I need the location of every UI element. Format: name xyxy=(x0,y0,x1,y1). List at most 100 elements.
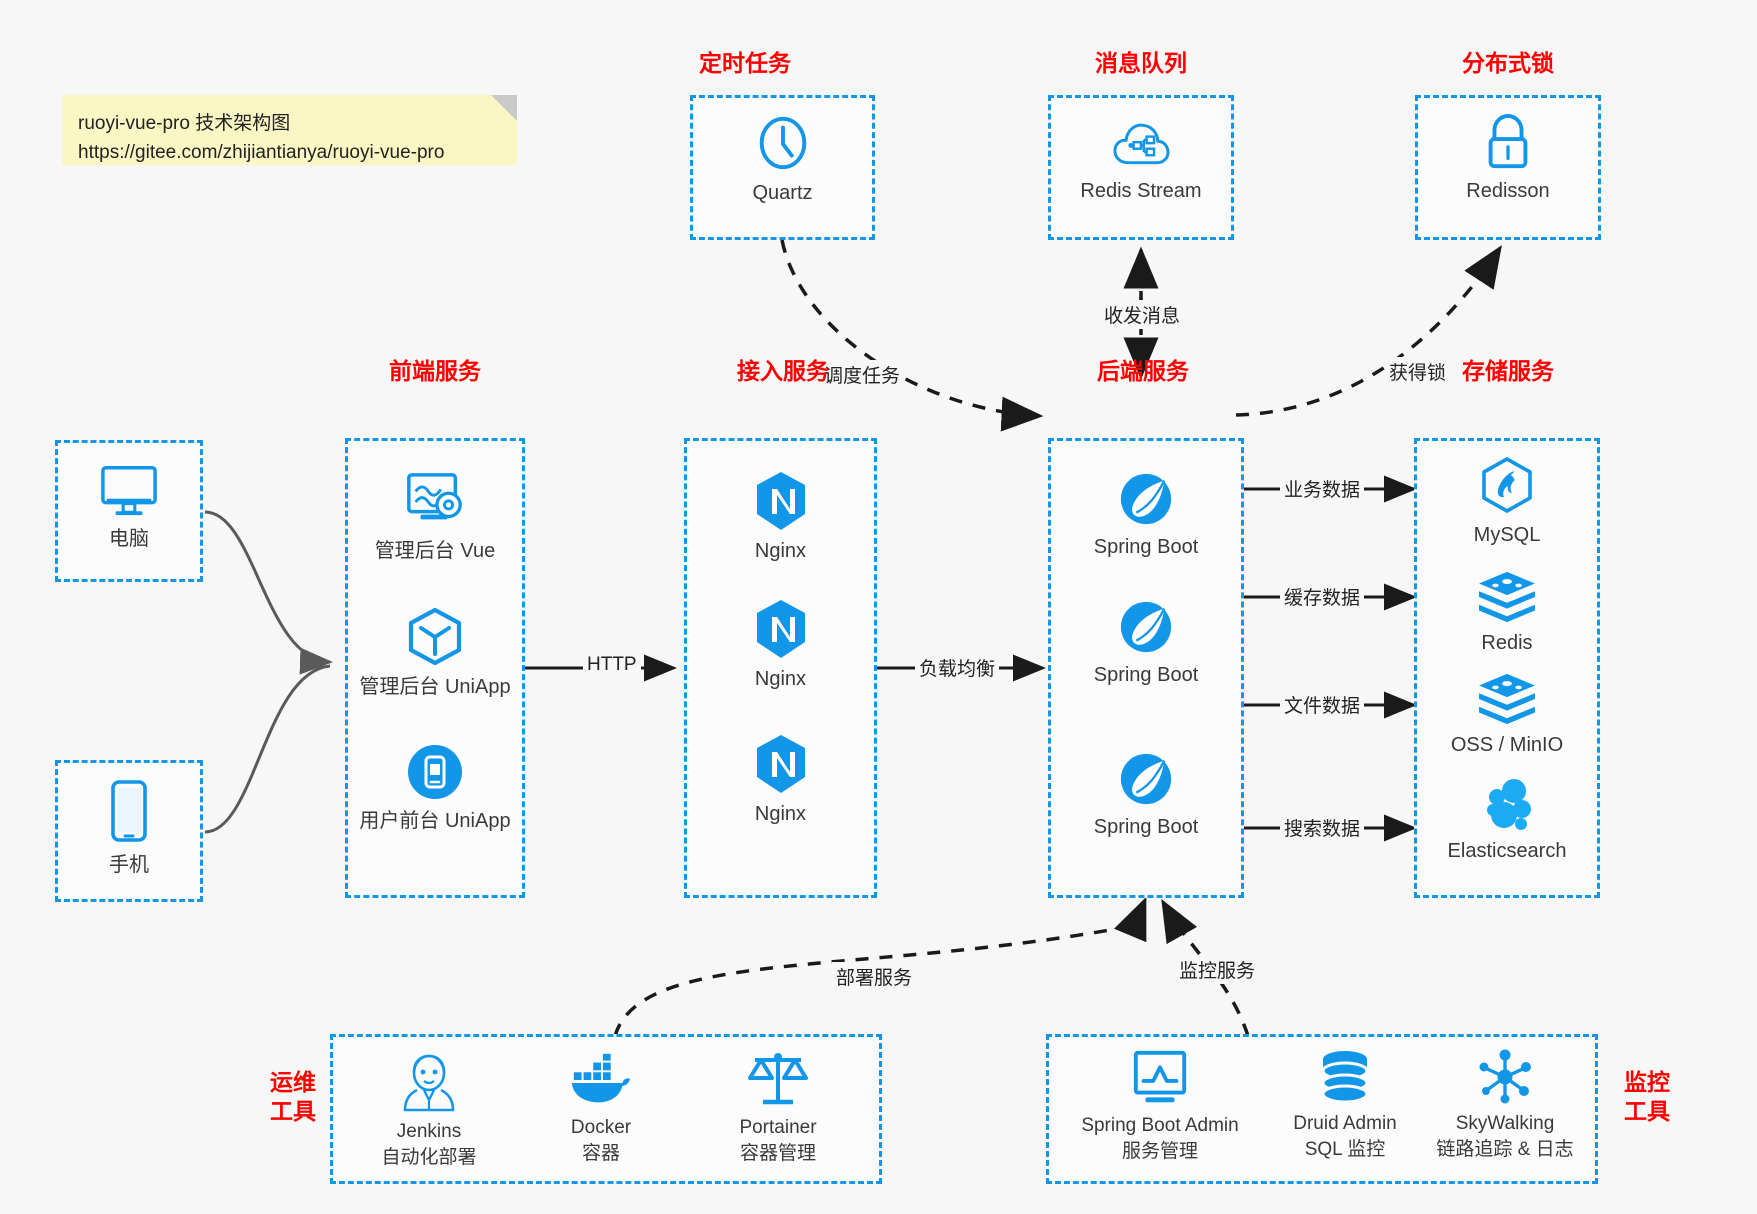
node-label: Spring Boot Admin xyxy=(1081,1115,1239,1136)
group-box-mq xyxy=(1048,95,1234,240)
group-title-frontend: 前端服务 xyxy=(389,358,481,384)
group-title-storage: 存储服务 xyxy=(1462,358,1554,384)
node-quartz[interactable]: Quartz xyxy=(690,112,875,206)
padlock-icon xyxy=(1488,113,1528,169)
edge-label-cache-data: 缓存数据 xyxy=(1280,582,1365,611)
node-mysql[interactable]: MySQL xyxy=(1414,456,1600,548)
edge-label-schedule-task: 调度任务 xyxy=(820,360,905,389)
edge-label-mq: 收发消息 xyxy=(1100,300,1185,329)
node-nginx-3[interactable]: Nginx xyxy=(684,733,877,827)
node-label: SkyWalking xyxy=(1455,1113,1555,1134)
node-label: Spring Boot xyxy=(1093,664,1199,686)
spring-leaf-icon xyxy=(1120,473,1172,525)
nginx-icon xyxy=(756,472,805,530)
node-admin-vue[interactable]: 管理后台 Vue xyxy=(345,470,525,564)
node-label: 用户前台 UniApp xyxy=(359,810,511,832)
docker-whale-icon xyxy=(571,1053,631,1103)
node-sublabel: SQL 监控 xyxy=(1304,1138,1386,1160)
nginx-icon xyxy=(756,600,805,658)
node-label: Spring Boot xyxy=(1093,816,1199,838)
node-label: Nginx xyxy=(754,540,807,562)
nginx-icon xyxy=(756,735,805,793)
jenkins-butler-icon xyxy=(403,1054,455,1112)
redis-stack-icon xyxy=(1479,571,1535,623)
node-docker[interactable]: Docker 容器 xyxy=(516,1052,686,1166)
redis-stack-icon xyxy=(1479,673,1535,725)
node-sublabel: 自动化部署 xyxy=(381,1146,477,1168)
edge-label-search-data: 搜索数据 xyxy=(1280,813,1365,842)
node-label: Portainer xyxy=(739,1117,817,1138)
skywalking-nodes-icon xyxy=(1479,1049,1531,1104)
node-label: MySQL xyxy=(1473,524,1541,546)
note-fold-corner xyxy=(491,95,517,121)
monitor-chart-icon xyxy=(1133,1050,1187,1103)
node-label: Spring Boot xyxy=(1093,536,1199,558)
node-label: Docker xyxy=(570,1117,632,1138)
node-label: Druid Admin xyxy=(1293,1113,1397,1134)
node-label: OSS / MinIO xyxy=(1450,734,1564,756)
node-label: Quartz xyxy=(752,182,813,204)
group-title-backend: 后端服务 xyxy=(1097,358,1189,384)
node-oss-minio[interactable]: OSS / MinIO xyxy=(1414,672,1600,758)
node-label: Redis Stream xyxy=(1080,180,1202,202)
spring-leaf-icon xyxy=(1120,753,1172,805)
node-label: 电脑 xyxy=(109,528,149,550)
node-nginx-2[interactable]: Nginx xyxy=(684,598,877,692)
group-title-scheduler: 定时任务 xyxy=(699,50,791,76)
mobile-phone-icon xyxy=(111,780,147,842)
node-label: Jenkins xyxy=(396,1121,462,1142)
edge-mobile-to-frontend xyxy=(204,664,331,834)
legend-note: ruoyi-vue-pro 技术架构图 https://gitee.com/zh… xyxy=(62,95,517,165)
node-redisson[interactable]: Redisson xyxy=(1415,112,1601,204)
node-label: Redisson xyxy=(1466,180,1550,202)
node-springboot-3[interactable]: Spring Boot xyxy=(1048,750,1244,840)
node-user-uniapp[interactable]: 用户前台 UniApp xyxy=(345,742,525,834)
node-spring-boot-admin[interactable]: Spring Boot Admin 服务管理 xyxy=(1060,1048,1260,1164)
edge-desktop-to-frontend xyxy=(204,510,333,675)
node-label: Elasticsearch xyxy=(1447,840,1567,862)
node-sublabel: 服务管理 xyxy=(1121,1140,1198,1162)
node-label: 管理后台 UniApp xyxy=(359,676,511,698)
group-title-monitoring: 监控 工具 xyxy=(1612,1068,1682,1126)
note-title: ruoyi-vue-pro 技术架构图 xyxy=(78,113,291,134)
node-jenkins[interactable]: Jenkins 自动化部署 xyxy=(344,1052,514,1170)
node-admin-uniapp[interactable]: 管理后台 UniApp xyxy=(345,606,525,700)
mobile-app-icon xyxy=(408,745,462,799)
node-elasticsearch[interactable]: Elasticsearch xyxy=(1414,776,1600,864)
edge-label-http: HTTP xyxy=(583,653,641,677)
group-title-gateway: 接入服务 xyxy=(737,358,829,384)
elasticsearch-cluster-icon xyxy=(1487,779,1531,830)
node-label: Redis xyxy=(1481,632,1533,654)
node-portainer[interactable]: Portainer 容器管理 xyxy=(690,1048,866,1166)
group-title-mq: 消息队列 xyxy=(1095,50,1187,76)
edge-label-file-data: 文件数据 xyxy=(1280,690,1365,719)
devops-title-line2: 工具 xyxy=(270,1097,316,1124)
node-redis-stream[interactable]: Redis Stream xyxy=(1048,118,1234,204)
devops-title-line1: 运维 xyxy=(270,1069,316,1095)
dashboard-gear-icon xyxy=(407,473,462,520)
node-label: 手机 xyxy=(109,854,149,876)
edge-schedule-task xyxy=(780,239,1044,432)
node-redis[interactable]: Redis xyxy=(1414,570,1600,656)
edge-label-deploy-service: 部署服务 xyxy=(832,962,917,991)
edge-label-business-data: 业务数据 xyxy=(1280,474,1365,503)
edge-label-acquire-lock: 获得锁 xyxy=(1385,357,1451,386)
node-nginx-1[interactable]: Nginx xyxy=(684,470,877,564)
group-title-lock: 分布式锁 xyxy=(1462,50,1554,76)
node-mobile[interactable]: 手机 xyxy=(55,778,203,878)
node-springboot-2[interactable]: Spring Boot xyxy=(1048,598,1244,688)
spring-leaf-icon xyxy=(1120,601,1172,653)
node-label: Nginx xyxy=(754,803,807,825)
node-sublabel: 容器管理 xyxy=(739,1142,816,1164)
node-desktop[interactable]: 电脑 xyxy=(55,462,203,552)
edge-acquire-lock xyxy=(1235,245,1502,417)
node-skywalking[interactable]: SkyWalking 链路追踪 & 日志 xyxy=(1412,1048,1598,1162)
node-sublabel: 链路追踪 & 日志 xyxy=(1436,1138,1574,1160)
node-druid-admin[interactable]: Druid Admin SQL 监控 xyxy=(1260,1048,1430,1162)
node-label: Nginx xyxy=(754,668,807,690)
node-springboot-1[interactable]: Spring Boot xyxy=(1048,470,1244,560)
cube-icon xyxy=(408,607,462,666)
group-title-devops: 运维 工具 xyxy=(258,1068,328,1126)
edge-label-load-balance: 负载均衡 xyxy=(915,653,1000,682)
node-label: 管理后台 Vue xyxy=(374,540,496,562)
